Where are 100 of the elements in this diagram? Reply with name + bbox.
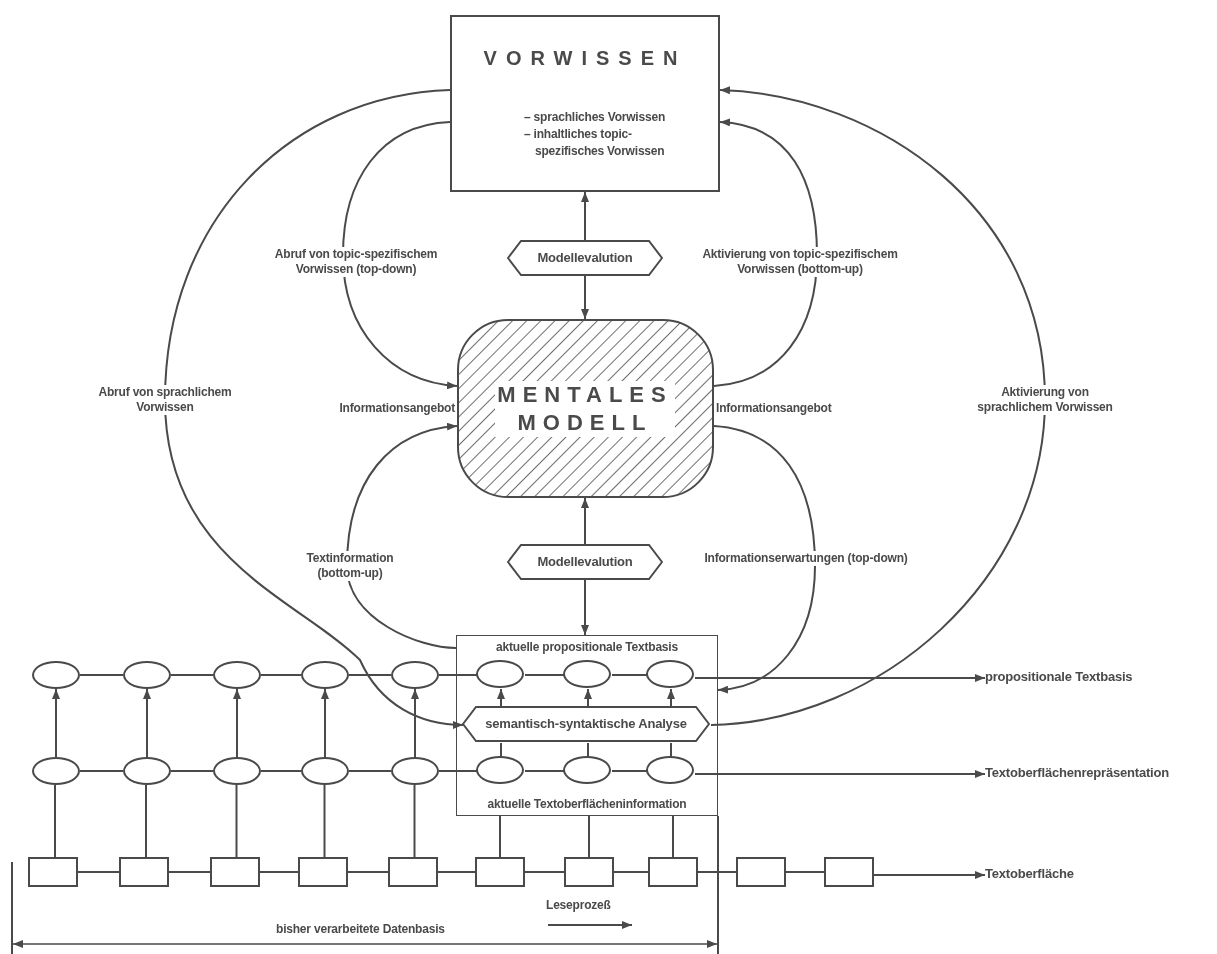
oval-node	[391, 757, 439, 785]
connector-line	[77, 871, 120, 873]
oval-node	[123, 757, 171, 785]
connector-line	[348, 674, 392, 676]
side-label: Informationsangebot	[338, 400, 455, 416]
group-label: aktuelle Textoberflächeninformation	[486, 797, 688, 811]
arrow	[694, 770, 986, 778]
connector-line	[79, 674, 124, 676]
arrow	[411, 688, 419, 758]
connector-line	[348, 770, 392, 772]
arrow	[581, 275, 589, 320]
square-node	[210, 857, 260, 887]
arrow	[52, 688, 60, 758]
connector-line	[323, 784, 326, 858]
connector-line	[347, 871, 389, 873]
arrow	[667, 688, 675, 708]
connector-line	[438, 770, 478, 772]
connector-line	[437, 871, 476, 873]
process-label: Leseprozeß	[546, 898, 612, 913]
output-label: propositionale Textbasis	[985, 669, 1133, 687]
oval-node	[646, 756, 694, 784]
connector-line	[524, 770, 565, 772]
square-node	[824, 857, 874, 887]
node-label: Modellevalution	[536, 554, 634, 569]
connector-line	[785, 871, 825, 873]
arrow	[873, 871, 986, 879]
process-hexagon	[507, 544, 663, 580]
square-node	[298, 857, 348, 887]
arrow	[143, 688, 151, 758]
square-node	[28, 857, 78, 887]
oval-node	[32, 757, 80, 785]
arrow	[713, 425, 816, 693]
square-node	[736, 857, 786, 887]
model-title: MENTALES MODELL	[495, 380, 675, 437]
arrow	[581, 497, 589, 545]
group-label: aktuelle propositionale Textbasis	[495, 640, 679, 654]
connector-line	[260, 674, 302, 676]
arrow	[321, 688, 329, 758]
node-label: Modellevalution	[536, 250, 634, 265]
connector-line	[524, 674, 565, 676]
connector-line	[670, 742, 672, 758]
arrow	[164, 89, 464, 729]
oval-node	[301, 661, 349, 689]
connector-line	[260, 770, 302, 772]
connector-line	[588, 815, 590, 858]
process-hexagon	[462, 706, 710, 742]
connector-line	[170, 674, 214, 676]
connector-line	[524, 871, 565, 873]
arrow	[713, 119, 818, 387]
list-item: – sprachliches Vorwissen	[524, 109, 667, 126]
arrow	[694, 674, 986, 682]
square-node	[564, 857, 614, 887]
oval-node	[391, 661, 439, 689]
arrow	[581, 191, 589, 241]
oval-node	[563, 660, 611, 688]
oval-node	[123, 661, 171, 689]
arrow	[581, 579, 589, 636]
square-node	[119, 857, 169, 887]
oval-node	[563, 756, 611, 784]
connector-line	[170, 770, 214, 772]
connector-line	[613, 871, 649, 873]
arrow	[342, 121, 458, 389]
group-box	[456, 635, 718, 816]
arrow	[584, 688, 592, 708]
connector-line	[611, 770, 648, 772]
connector-line	[499, 815, 501, 858]
node-label: semantisch-syntaktische Analyse	[484, 716, 688, 731]
dimension-label: bisher verarbeitete Datenbasis	[276, 922, 446, 937]
arrow	[710, 86, 1046, 726]
list-item: – inhaltliches topic-spezifisches Vorwissen	[524, 126, 666, 160]
connector-line	[79, 770, 124, 772]
oval-node	[213, 661, 261, 689]
model-shape	[457, 319, 714, 498]
connector-line	[697, 871, 737, 873]
connector-line	[54, 784, 56, 858]
oval-node	[476, 756, 524, 784]
oval-node	[213, 757, 261, 785]
connector-line	[235, 784, 238, 858]
arrow	[497, 688, 505, 708]
oval-node	[476, 660, 524, 688]
oval-node	[646, 660, 694, 688]
connector-line	[168, 871, 211, 873]
square-node	[475, 857, 525, 887]
output-label: Textoberflächenrepräsentation	[985, 765, 1169, 783]
box-title: VORWISSEN	[482, 47, 688, 70]
connector-line	[500, 742, 502, 758]
connector-line	[145, 784, 147, 858]
oval-node	[32, 661, 80, 689]
output-label: Textoberfläche	[985, 866, 1074, 884]
square-node	[648, 857, 698, 887]
arrow	[346, 423, 458, 649]
arrow	[233, 688, 241, 758]
connector-line	[587, 742, 589, 758]
process-hexagon	[507, 240, 663, 276]
knowledge-box	[450, 15, 720, 192]
side-label: Informationsangebot	[716, 400, 833, 416]
connector-line	[611, 674, 648, 676]
connector-line	[259, 871, 299, 873]
square-node	[388, 857, 438, 887]
connector-line	[438, 674, 478, 676]
